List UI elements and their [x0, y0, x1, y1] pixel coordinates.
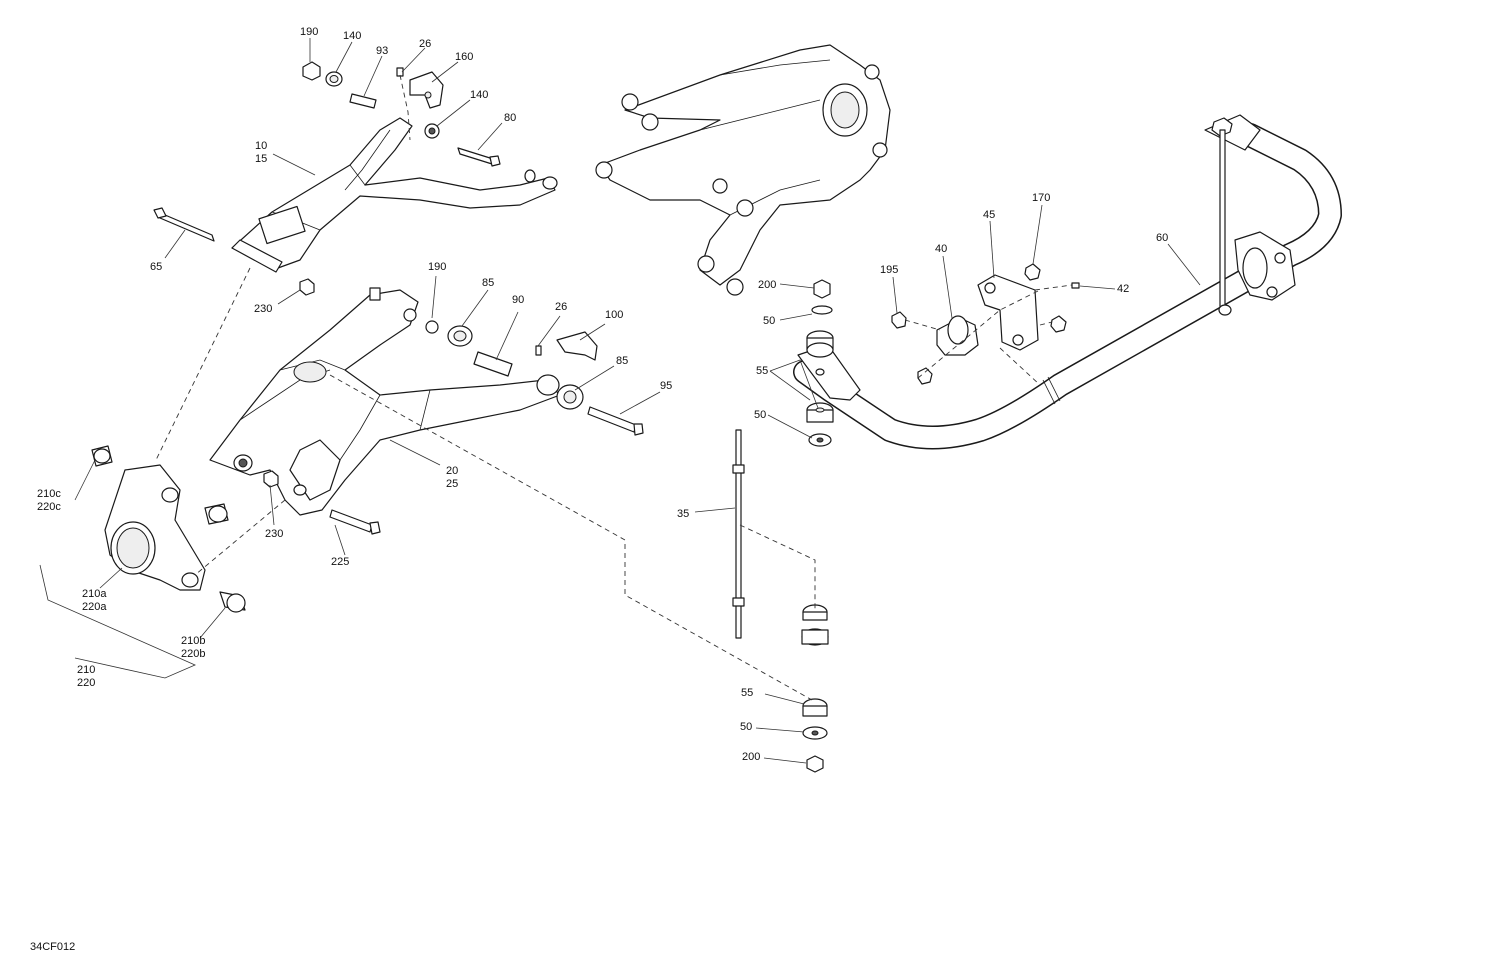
callout-40: 40: [935, 243, 947, 255]
callout-90: 90: [512, 294, 524, 306]
callout-60: 60: [1156, 232, 1168, 244]
callout-140: 140: [343, 30, 361, 42]
callout-55: 55: [741, 687, 753, 699]
lower-arm-hardware: [263, 320, 644, 535]
callout-220: 220: [77, 677, 95, 689]
callout-95: 95: [660, 380, 672, 392]
leader-lines: [39, 38, 1201, 764]
callout-230: 230: [254, 303, 272, 315]
callout-10: 10: [255, 140, 267, 152]
callout-220b: 220b: [181, 648, 205, 660]
callout-100: 100: [605, 309, 623, 321]
callout-225: 225: [331, 556, 349, 568]
callout-42: 42: [1117, 283, 1129, 295]
callout-26: 26: [419, 38, 431, 50]
link-rod-upper: [1218, 129, 1232, 316]
callout-65: 65: [150, 261, 162, 273]
callout-35: 35: [677, 508, 689, 520]
callout-85: 85: [616, 355, 628, 367]
callout-200: 200: [742, 751, 760, 763]
callout-190: 190: [300, 26, 318, 38]
callout-50: 50: [740, 721, 752, 733]
callout-55: 55: [756, 365, 768, 377]
callout-25: 25: [446, 478, 458, 490]
link-stack: [732, 279, 834, 773]
stabilizer-bar: [793, 114, 1342, 450]
callout-labels: 190 140 93 26 160 140 80 10 15 65 230 19…: [37, 26, 1168, 763]
callout-20: 20: [446, 465, 458, 477]
upper-a-arm: [231, 117, 558, 273]
callout-93: 93: [376, 45, 388, 57]
callout-220a: 220a: [82, 601, 107, 613]
lower-a-arm: [209, 287, 561, 516]
upper-arm-hardware: [153, 61, 501, 296]
callout-50: 50: [754, 409, 766, 421]
callout-190: 190: [428, 261, 446, 273]
callout-170: 170: [1032, 192, 1050, 204]
callout-85: 85: [482, 277, 494, 289]
callout-230: 230: [265, 528, 283, 540]
callout-15: 15: [255, 153, 267, 165]
callout-26: 26: [555, 301, 567, 313]
callout-45: 45: [983, 209, 995, 221]
callout-200: 200: [758, 279, 776, 291]
subframe: [595, 44, 891, 296]
callout-210a: 210a: [82, 588, 107, 600]
callout-210b: 210b: [181, 635, 205, 647]
bar-bushing-clamp: [891, 263, 1080, 385]
callout-195: 195: [880, 264, 898, 276]
callout-210: 210: [77, 664, 95, 676]
callout-80: 80: [504, 112, 516, 124]
knuckle: [91, 445, 246, 613]
callout-160: 160: [455, 51, 473, 63]
callout-210c: 210c: [37, 488, 61, 500]
callout-220c: 220c: [37, 501, 61, 513]
callout-140: 140: [470, 89, 488, 101]
diagram-code: 34CF012: [30, 941, 75, 953]
connection-lines: [154, 74, 1073, 701]
callout-50: 50: [763, 315, 775, 327]
